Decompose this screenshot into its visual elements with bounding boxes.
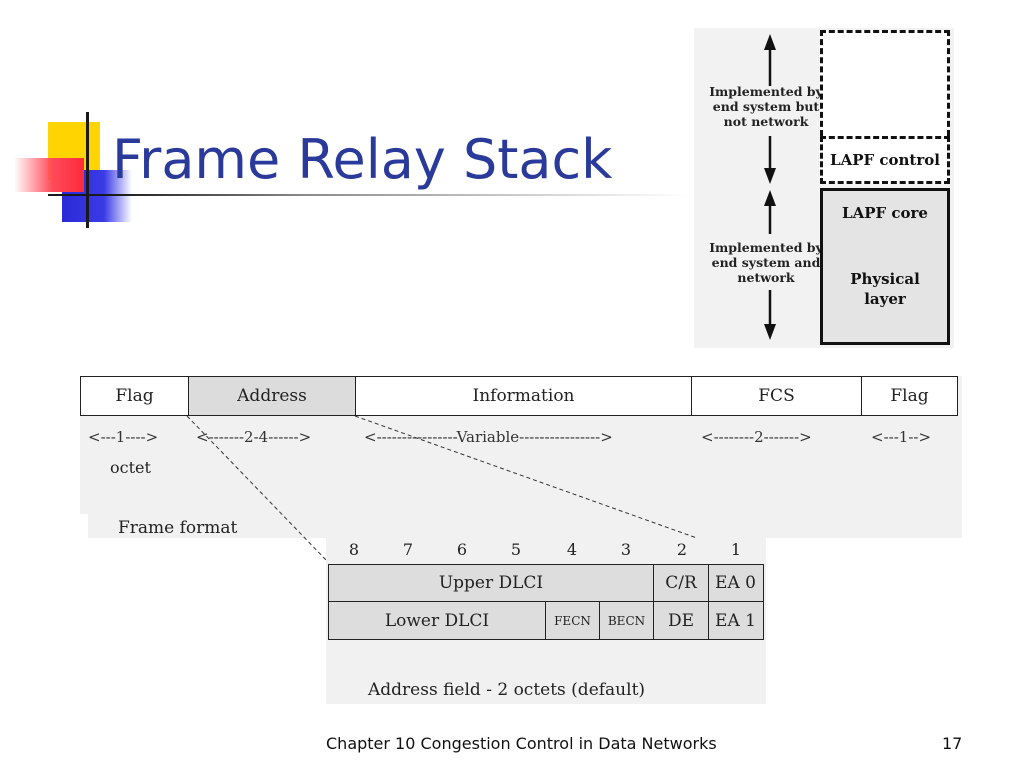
span-fcs: <--------2------->	[701, 428, 812, 446]
cell-fecn: FECN	[546, 602, 600, 639]
bit-2: 2	[676, 540, 688, 559]
bit-1: 1	[730, 540, 742, 559]
address-field-figure: 8 7 6 5 4 3 2 1 Upper DLCI C/R EA 0 Lowe…	[326, 538, 766, 704]
field-information: Information	[356, 377, 692, 415]
protocol-stack-figure: Implemented by end system but not networ…	[694, 28, 954, 348]
field-flag-start: Flag	[81, 377, 189, 415]
bit-8: 8	[348, 540, 360, 559]
cell-ea1: EA 1	[715, 610, 756, 631]
frame-format-caption: Frame format	[118, 518, 238, 538]
cell-de: DE	[654, 602, 709, 639]
field-flag-end: Flag	[890, 386, 929, 406]
field-length-row: <---1----> <-------2-4------> <---------…	[80, 428, 958, 450]
arrow-down-icon	[764, 168, 776, 184]
lower-scope-note: Implemented by end system and network	[709, 240, 823, 285]
bit-6: 6	[456, 540, 468, 559]
field-address: Address	[189, 377, 356, 415]
span-information: <----------------Variable---------------…	[364, 428, 613, 446]
address-field-table: Upper DLCI C/R EA 0 Lower DLCI FECN BECN…	[328, 564, 764, 640]
logo-red-square	[14, 158, 84, 192]
frame-format-table: Flag Address Information FCS Flag	[80, 376, 958, 416]
bit-5: 5	[510, 540, 522, 559]
logo-vertical-line	[86, 112, 89, 228]
bit-number-row: 8 7 6 5 4 3 2 1	[326, 538, 766, 564]
cell-upper-dlci: Upper DLCI	[329, 565, 654, 601]
page-number: 17	[942, 734, 963, 753]
cell-ea0: EA 0	[715, 573, 756, 593]
slide-title: Frame Relay Stack	[112, 128, 613, 191]
bit-7: 7	[402, 540, 414, 559]
slide-footer: Chapter 10 Congestion Control in Data Ne…	[326, 734, 717, 753]
field-fcs: FCS	[692, 377, 862, 415]
address-field-caption: Address field - 2 octets (default)	[368, 680, 646, 700]
bit-4: 4	[566, 540, 578, 559]
title-underline	[48, 194, 688, 196]
arrow-up-icon	[764, 190, 776, 206]
upper-scope-note: Implemented by end system but not networ…	[709, 84, 823, 129]
arrow-up-icon	[764, 34, 776, 50]
panel-notch	[80, 514, 88, 538]
stack-arrows	[764, 34, 776, 340]
span-address: <-------2-4------>	[196, 428, 312, 446]
cell-becn: BECN	[600, 602, 654, 639]
empty-upper-layer	[820, 30, 950, 136]
span-flag-start: <---1---->	[88, 428, 159, 446]
row-divider	[329, 601, 763, 602]
arrow-down-icon	[764, 324, 776, 340]
bit-3: 3	[620, 540, 632, 559]
cell-lower-dlci: Lower DLCI	[329, 602, 546, 639]
layer-physical: Physical layer	[820, 235, 950, 345]
span-flag-end: <---1-->	[871, 428, 932, 446]
cell-cr: C/R	[654, 565, 709, 601]
layer-lapf-control: LAPF control	[820, 136, 950, 184]
octet-label: octet	[110, 458, 151, 477]
